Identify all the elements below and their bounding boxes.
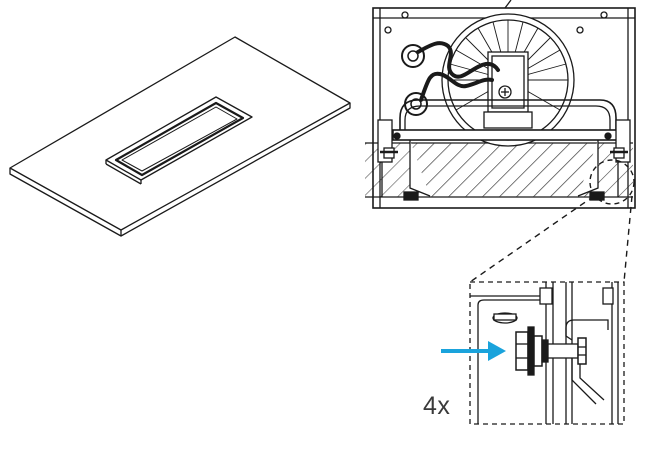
bolt-nut-icon — [515, 326, 587, 376]
detail-leader-lines — [469, 195, 633, 283]
panel-detail-view — [441, 281, 625, 425]
detail-callout — [589, 159, 635, 205]
unit-housing — [372, 7, 636, 209]
side-clamps — [377, 119, 631, 163]
panel-isometric-view — [9, 36, 351, 237]
vent-slot — [105, 96, 253, 185]
unit-legs — [403, 140, 605, 201]
fan-icon — [441, 13, 575, 147]
quantity-label: 4x — [423, 392, 451, 420]
panel-section-view — [365, 0, 636, 209]
cable — [401, 41, 500, 116]
arrow-icon — [441, 341, 506, 361]
